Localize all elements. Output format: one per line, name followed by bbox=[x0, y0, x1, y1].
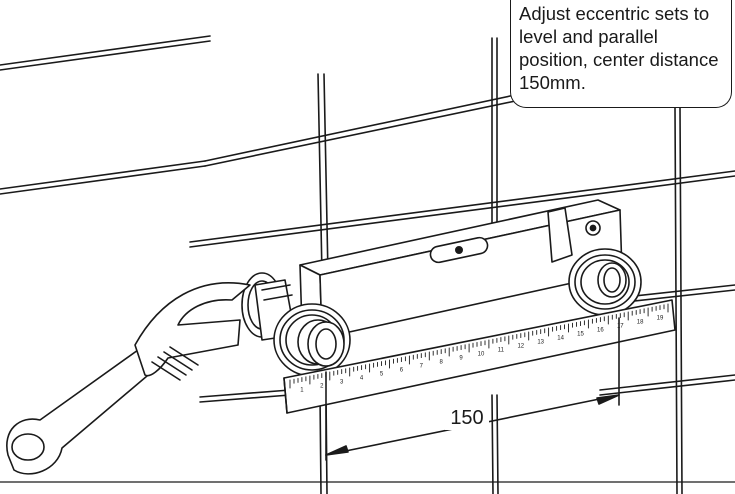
dimension-label: 150 bbox=[445, 407, 489, 430]
ruler-tick-label: 3 bbox=[340, 380, 344, 386]
ruler-tick-label: 19 bbox=[657, 316, 664, 322]
ruler-tick-label: 12 bbox=[517, 344, 524, 350]
ruler-tick-label: 4 bbox=[360, 376, 364, 382]
ruler-tick-label: 15 bbox=[577, 332, 584, 338]
ruler-tick-label: 5 bbox=[380, 372, 384, 378]
level-bar bbox=[299, 199, 623, 339]
screw-hole bbox=[585, 220, 601, 236]
adjustable-wrench bbox=[6, 282, 251, 475]
ruler-tick-label: 8 bbox=[440, 360, 444, 366]
instruction-callout: Adjust eccentric sets to level and paral… bbox=[510, 0, 732, 108]
ruler-tick-label: 10 bbox=[478, 352, 485, 358]
bubble-vial bbox=[429, 236, 489, 264]
ruler-tick-label: 16 bbox=[597, 328, 604, 334]
ruler-tick-label: 9 bbox=[459, 356, 463, 362]
ruler-tick-label: 6 bbox=[400, 368, 404, 374]
ruler-tick-label: 1 bbox=[300, 388, 304, 394]
ruler-ticks bbox=[289, 303, 669, 389]
ruler-tick-label: 18 bbox=[637, 320, 644, 326]
ruler-tick-label: 17 bbox=[617, 324, 624, 330]
ruler-tick-label: 13 bbox=[537, 340, 544, 346]
ruler-tick-label: 2 bbox=[320, 384, 324, 390]
dimension-line bbox=[325, 317, 620, 461]
ruler-tick-label: 14 bbox=[557, 336, 564, 342]
ruler-tick-label: 11 bbox=[498, 348, 505, 354]
ruler-tick-label: 7 bbox=[420, 364, 424, 370]
tile-grid bbox=[0, 35, 735, 494]
left-eccentric-connector bbox=[273, 303, 351, 377]
callout-text: Adjust eccentric sets to level and paral… bbox=[519, 3, 719, 93]
